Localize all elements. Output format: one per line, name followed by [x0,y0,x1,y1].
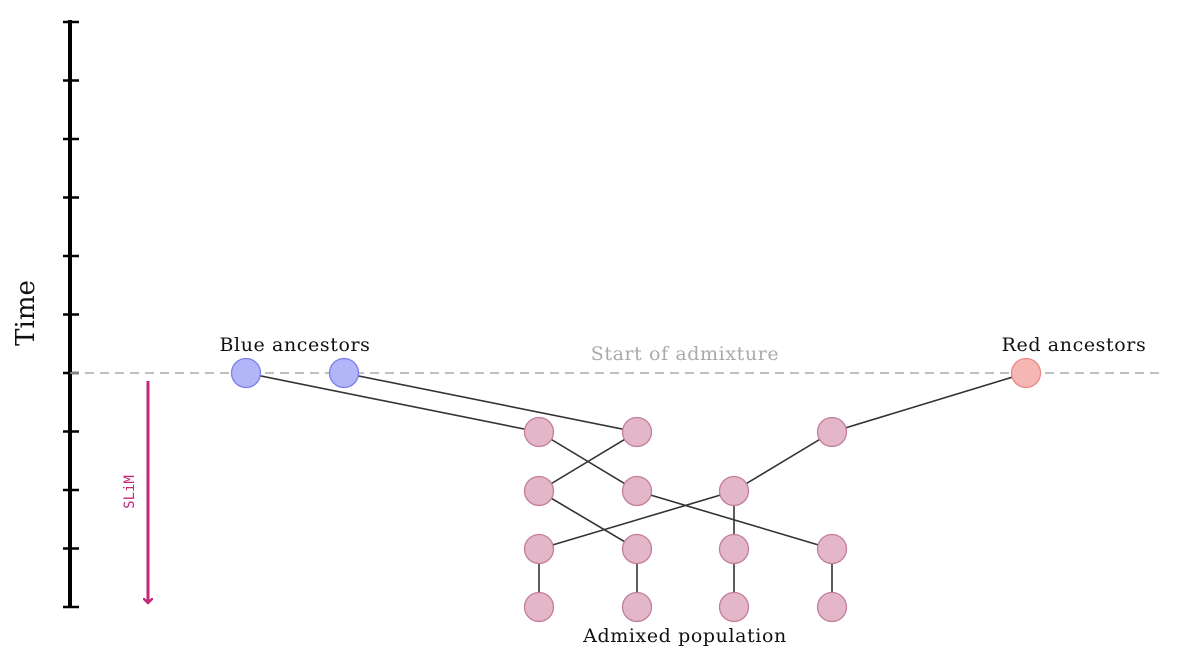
blue-ancestor-node [230,357,262,389]
red-ancestors-label: Red ancestors [1002,334,1147,356]
admixed-node [523,475,555,507]
admixed-node [718,533,750,565]
slim-label: SLiM [122,475,138,509]
admixed-node [718,475,750,507]
admixed-node [621,591,653,623]
genealogy-nodes [230,357,1042,623]
admixed-node [816,591,848,623]
edge-g1b-g2a [538,431,638,492]
time-axis-label: Time [11,280,41,346]
admixed-node [621,533,653,565]
admixed-node [621,416,653,448]
time-axis [63,20,79,609]
edge-g2c-g3a [538,490,735,550]
admixed-node [523,533,555,565]
edge-blue1-g1a [245,372,540,433]
admixed-population-label: Admixed population [582,625,787,647]
admixed-node [621,475,653,507]
admixed-node [523,591,555,623]
start-of-admixture-label: Start of admixture [591,343,780,365]
admixed-node [816,533,848,565]
admixed-node [523,416,555,448]
time-axis-ticks [63,20,79,609]
edge-blue2-g1b [343,372,638,433]
admixed-node [816,416,848,448]
admixed-node [718,591,750,623]
edge-red1-g1c [831,372,1027,433]
blue-ancestors-label: Blue ancestors [219,334,370,356]
edge-g2a-g3b [538,490,638,550]
red-ancestor-node [1010,357,1042,389]
edge-g1c-g2c [733,431,833,492]
blue-ancestor-node [328,357,360,389]
